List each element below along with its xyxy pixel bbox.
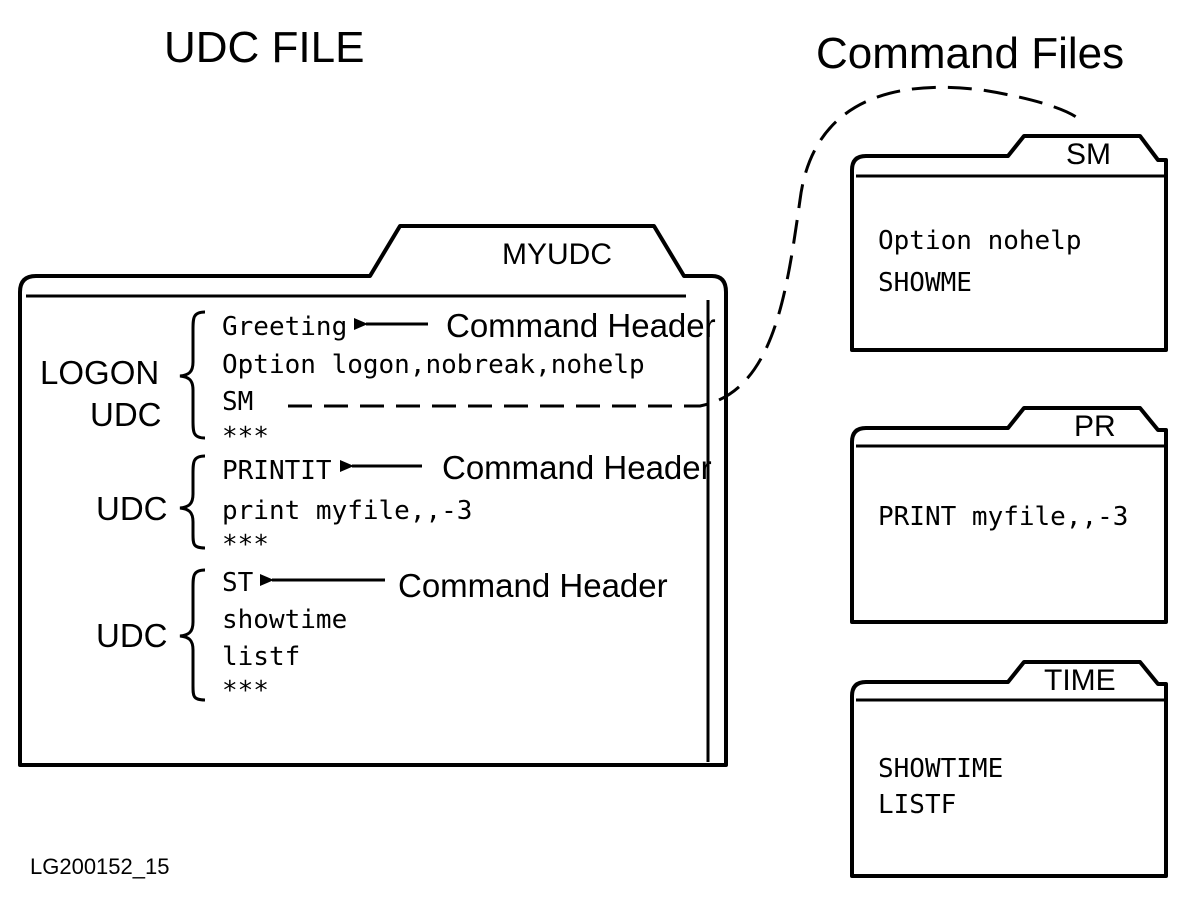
printit-line: PRINTIT (222, 456, 332, 486)
command-files-title: Command Files (816, 29, 1125, 78)
st-udc-label: UDC (96, 617, 168, 654)
logon-label: LOGON (40, 354, 160, 391)
time-folder (850, 660, 1168, 878)
listf-line: listf (222, 642, 301, 672)
sm-link-dashed-line (288, 85, 1084, 408)
sm-line: SM (222, 387, 254, 417)
sm-file-line-2: SHOWME (878, 268, 972, 298)
st-udc-brace (179, 568, 206, 702)
logon-udc-brace (179, 310, 206, 440)
time-tab-label: TIME (1044, 664, 1116, 697)
command-header-label-1: Command Header (446, 307, 716, 344)
udc-file-title: UDC FILE (164, 23, 365, 72)
printit-udc-brace (179, 454, 206, 550)
sm-tab-label: SM (1066, 138, 1111, 171)
print-myfile-line: print myfile,,-3 (222, 496, 473, 526)
udc-folder (18, 224, 728, 767)
command-header-label-3: Command Header (398, 567, 668, 604)
time-file-line-1: SHOWTIME (878, 754, 1004, 784)
sm-file-line-1: Option nohelp (878, 226, 1082, 256)
braces (179, 310, 206, 702)
time-file-line-2: LISTF (878, 790, 957, 820)
st-line: ST (222, 568, 254, 598)
greeting-line: Greeting (222, 312, 348, 342)
logon-udc-label: UDC (90, 396, 162, 433)
pr-file-line-1: PRINT myfile,,-3 (878, 502, 1129, 532)
figure-id: LG200152_15 (30, 854, 170, 879)
pr-tab-label: PR (1074, 410, 1116, 443)
printit-udc-label: UDC (96, 490, 168, 527)
st-terminator: *** (222, 676, 269, 706)
pr-folder (850, 406, 1168, 624)
sm-folder (850, 134, 1168, 352)
myudc-tab-label: MYUDC (502, 238, 612, 271)
printit-terminator: *** (222, 530, 269, 560)
showtime-line: showtime (222, 605, 348, 635)
command-header-label-2: Command Header (442, 449, 712, 486)
header-arrows (260, 318, 428, 586)
option-logon-line: Option logon,nobreak,nohelp (222, 350, 645, 380)
logon-terminator: *** (222, 422, 269, 452)
udc-folder-outline (18, 224, 728, 767)
